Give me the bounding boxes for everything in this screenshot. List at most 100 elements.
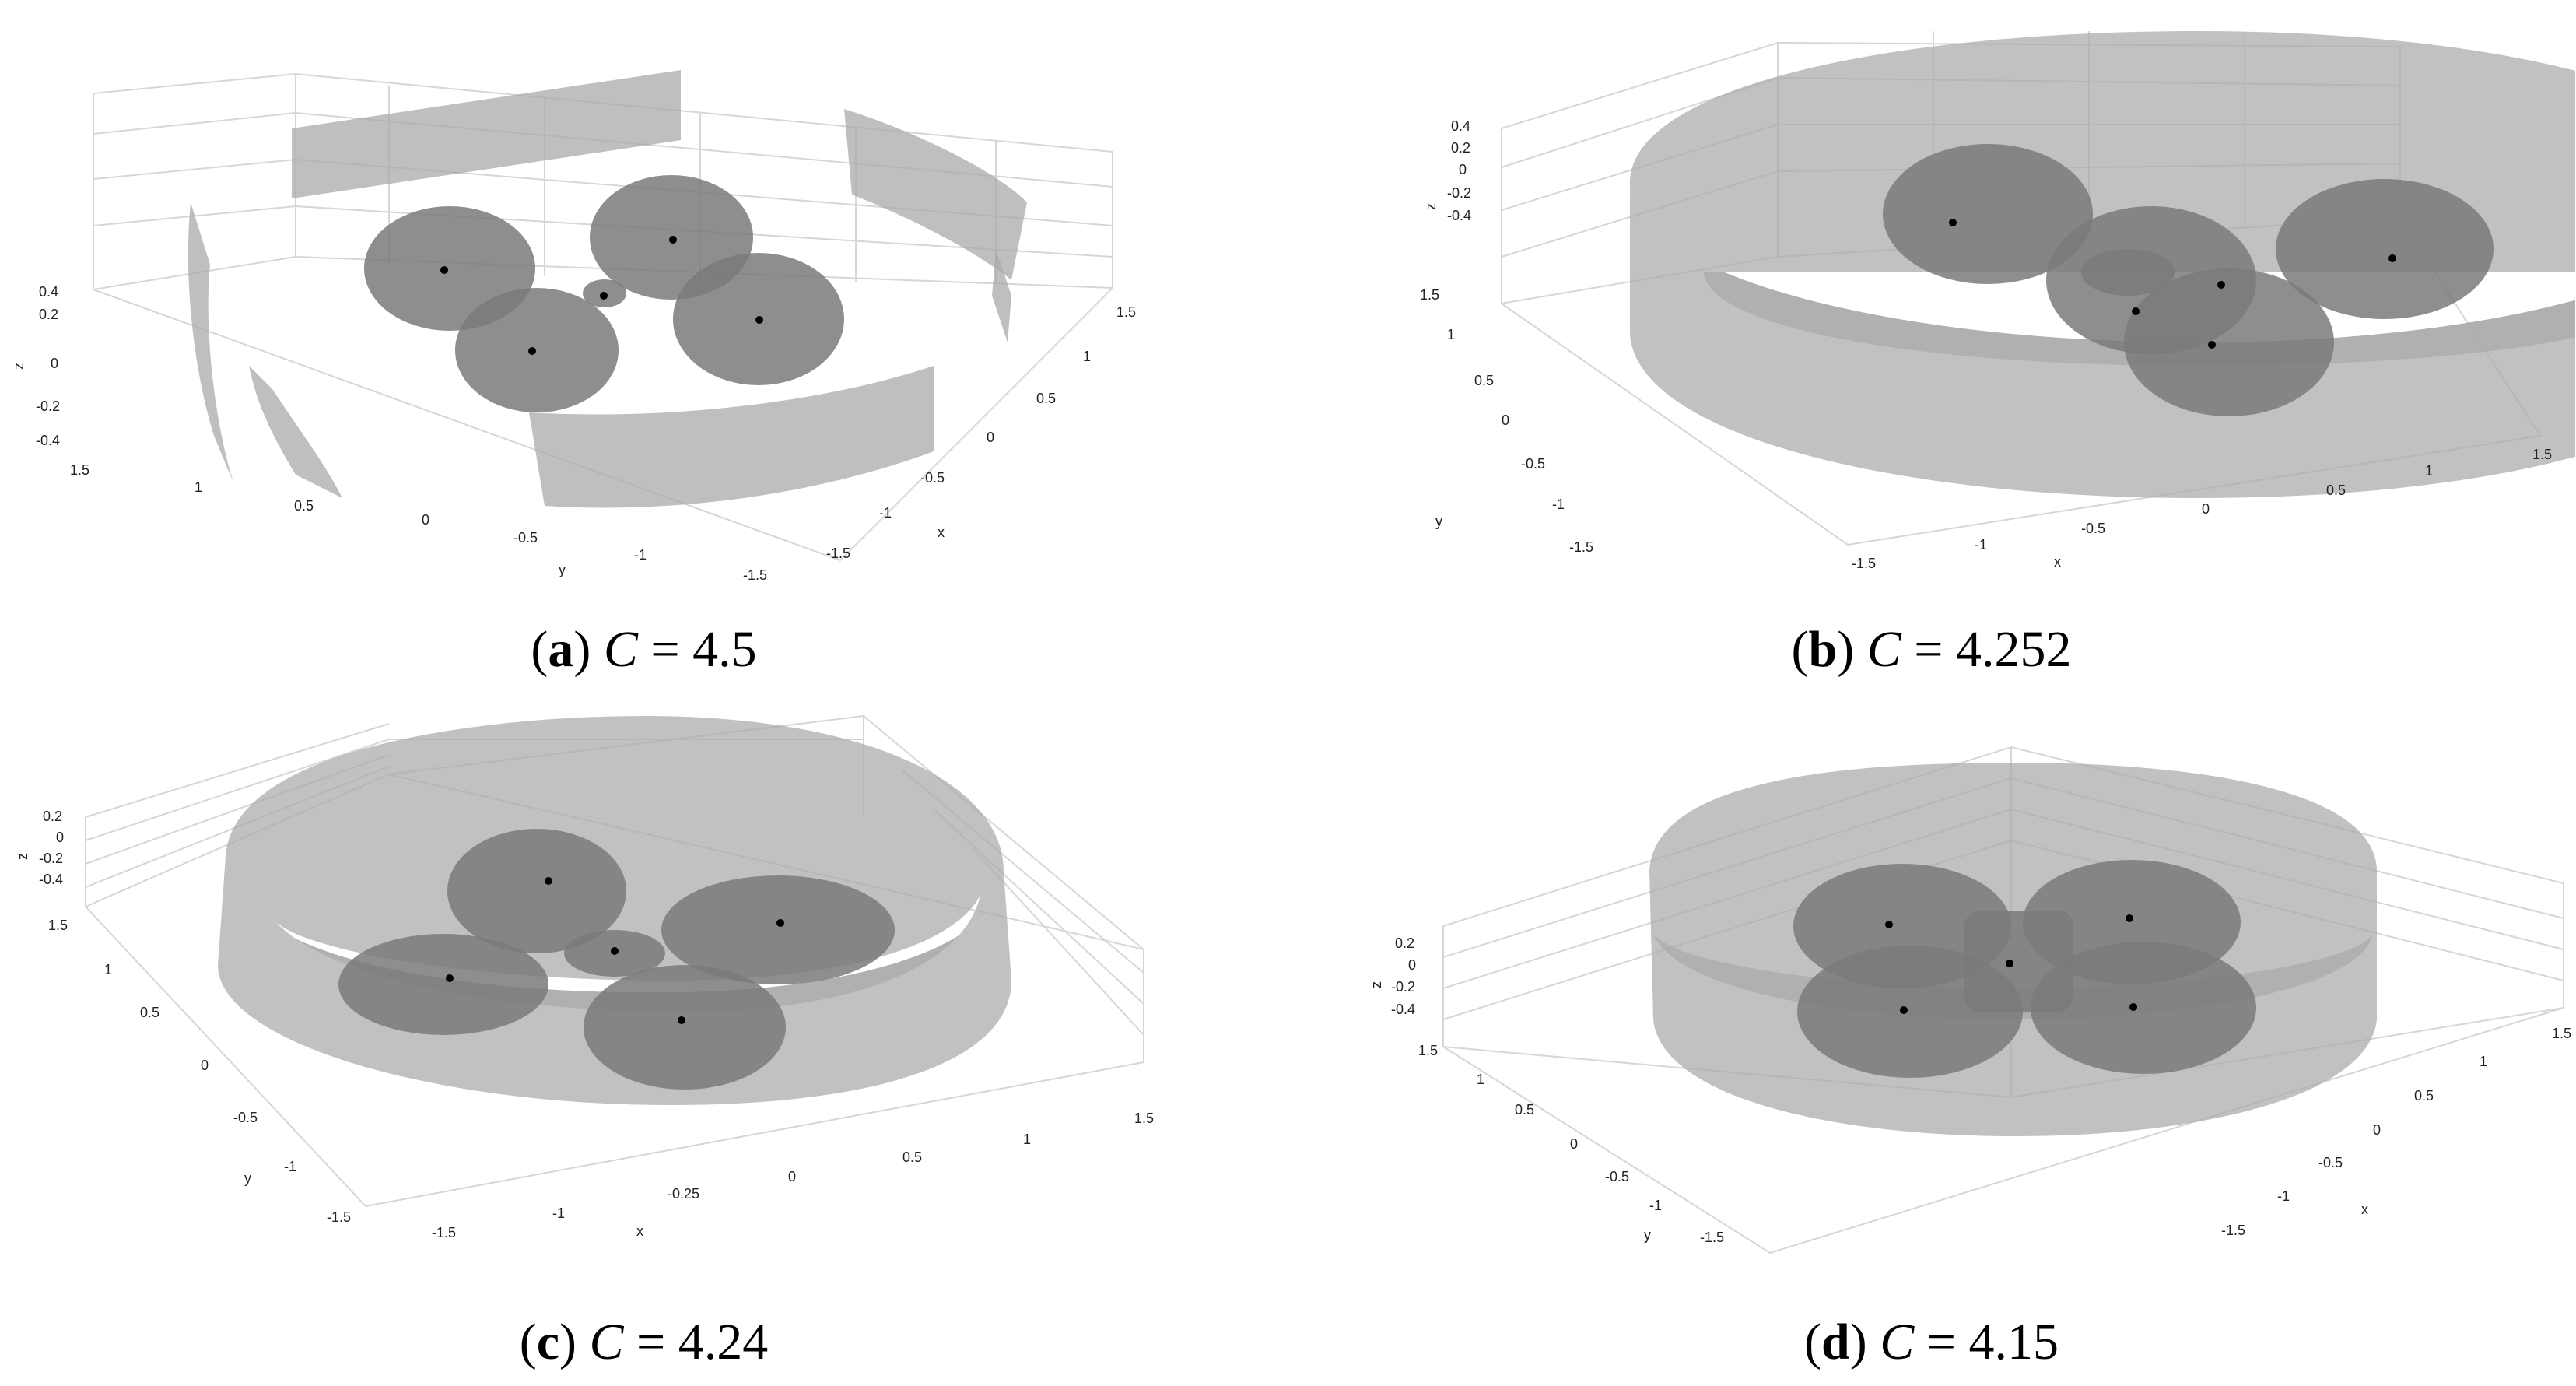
y-axis-d: 1.5 1 0.5 0 -0.5 -1 -1.5 y bbox=[1418, 1043, 1724, 1245]
y-tick: -1 bbox=[284, 1159, 296, 1174]
y-tick: 1.5 bbox=[1420, 287, 1439, 303]
outer-band-a bbox=[188, 70, 1027, 508]
central-point bbox=[2006, 960, 2013, 967]
y-tick: 1.5 bbox=[1418, 1043, 1438, 1058]
x-tick: 0 bbox=[2202, 501, 2210, 517]
z-tick: 0.2 bbox=[1395, 935, 1414, 951]
primaries-a bbox=[440, 236, 763, 355]
primary-point bbox=[1900, 1006, 1908, 1014]
x-tick: -1.5 bbox=[826, 546, 850, 561]
z-tick: -0.2 bbox=[36, 398, 60, 414]
y-tick: 0 bbox=[1570, 1136, 1578, 1152]
y-tick: -1.5 bbox=[1700, 1230, 1724, 1245]
y-tick: 0 bbox=[422, 512, 429, 528]
caption-equals: = bbox=[1901, 621, 1956, 678]
z-tick: 0 bbox=[51, 356, 58, 371]
caption-equals: = bbox=[623, 1314, 678, 1370]
y-tick: 0 bbox=[201, 1058, 209, 1073]
caption-variable: C bbox=[1880, 1314, 1915, 1370]
x-tick: 0 bbox=[2373, 1122, 2381, 1138]
primary-point bbox=[669, 236, 677, 244]
caption-a: (a) C = 4.5 bbox=[531, 621, 757, 678]
z-axis-label: z bbox=[1423, 203, 1439, 210]
y-tick: -0.5 bbox=[513, 530, 538, 546]
forbidden-regions-d bbox=[1793, 860, 2256, 1078]
x-tick: -1 bbox=[552, 1205, 565, 1221]
z-tick: -0.4 bbox=[39, 872, 63, 887]
x-axis-c: -1.5 -1 -0.25 0 0.5 1 1.5 x bbox=[432, 1111, 1154, 1240]
x-tick: 1.5 bbox=[1134, 1111, 1154, 1126]
central-point bbox=[600, 292, 608, 300]
x-tick: -1.5 bbox=[1852, 556, 1876, 571]
primary-point bbox=[2126, 914, 2133, 922]
x-axis-d: 1.5 1 0.5 0 -0.5 -1 -1.5 x bbox=[2221, 1026, 2571, 1238]
x-tick: 0.5 bbox=[1036, 391, 1056, 406]
x-tick: 1.5 bbox=[2532, 447, 2552, 462]
primary-point bbox=[1949, 219, 1957, 226]
x-tick: 0.5 bbox=[2414, 1088, 2434, 1104]
plot-d: 0.2 0 -0.2 -0.4 z 1.5 1 0.5 0 -0.5 -1 -1… bbox=[1369, 746, 2571, 1254]
x-axis-label: x bbox=[2054, 554, 2061, 570]
z-tick: -0.4 bbox=[36, 433, 60, 448]
y-tick: -1 bbox=[1649, 1198, 1662, 1213]
primaries-d bbox=[1885, 914, 2137, 1014]
central-point bbox=[2217, 281, 2225, 289]
z-tick: 0.4 bbox=[1451, 118, 1470, 134]
caption-c: (c) C = 4.24 bbox=[519, 1314, 769, 1370]
y-axis-label: y bbox=[244, 1170, 251, 1186]
x-tick: -0.5 bbox=[2081, 521, 2105, 536]
caption-value: 4.15 bbox=[1968, 1314, 2059, 1370]
y-tick: -1 bbox=[1552, 497, 1565, 512]
z-tick: 0 bbox=[1408, 957, 1416, 973]
x-tick: 1 bbox=[1083, 349, 1091, 364]
z-axis-b: 0.4 0.2 0 -0.2 -0.4 z bbox=[1423, 118, 1471, 223]
panel-a: 0.4 0.2 0 -0.2 -0.4 z 1.5 1 0.5 0 -0.5 -… bbox=[0, 0, 1288, 693]
z-tick: 0.2 bbox=[1451, 140, 1470, 156]
forbidden-regions-b bbox=[1883, 144, 2494, 416]
z-axis-a: 0.4 0.2 0 -0.2 -0.4 z bbox=[11, 284, 60, 448]
y-tick: 0.5 bbox=[1474, 373, 1494, 388]
primary-point bbox=[528, 347, 536, 355]
y-axis-label: y bbox=[1435, 514, 1442, 529]
plot-c: 0.2 0 -0.2 -0.4 z 1.5 1 0.5 0 -0.5 -1 -1… bbox=[15, 714, 1154, 1240]
plot-b: 0.4 0.2 0 -0.2 -0.4 z 1.5 1 0.5 0 -0.5 -… bbox=[1420, 31, 2575, 571]
x-tick: 1.5 bbox=[1116, 304, 1136, 320]
y-tick: -0.5 bbox=[1605, 1169, 1629, 1184]
y-axis-c: 1.5 1 0.5 0 -0.5 -1 -1.5 y bbox=[48, 918, 351, 1225]
caption-d: (d) C = 4.15 bbox=[1804, 1314, 2059, 1370]
z-tick: -0.2 bbox=[1391, 979, 1415, 995]
y-tick: 1.5 bbox=[48, 918, 68, 933]
z-tick: 0.4 bbox=[39, 284, 58, 300]
x-tick: -0.25 bbox=[668, 1186, 699, 1202]
x-tick: -1 bbox=[879, 505, 892, 521]
caption-b: (b) C = 4.252 bbox=[1791, 621, 2072, 678]
primary-point bbox=[2132, 307, 2140, 315]
y-axis-label: y bbox=[559, 562, 566, 577]
y-tick: 0.5 bbox=[1515, 1102, 1534, 1118]
x-axis-label: x bbox=[2361, 1202, 2368, 1217]
x-tick: 0.5 bbox=[2326, 482, 2346, 498]
z-tick: -0.2 bbox=[39, 851, 63, 866]
panel-d: 0.2 0 -0.2 -0.4 z 1.5 1 0.5 0 -0.5 -1 -1… bbox=[1288, 693, 2575, 1385]
central-point bbox=[611, 947, 619, 955]
y-tick: -0.5 bbox=[1521, 456, 1545, 472]
panel-c: 0.2 0 -0.2 -0.4 z 1.5 1 0.5 0 -0.5 -1 -1… bbox=[0, 693, 1288, 1385]
z-tick: -0.2 bbox=[1447, 185, 1471, 201]
forbidden-regions-c bbox=[338, 829, 895, 1090]
forbidden-regions-a bbox=[364, 175, 844, 412]
z-tick: -0.4 bbox=[1447, 208, 1471, 223]
y-tick: -1 bbox=[634, 547, 647, 563]
z-axis-c: 0.2 0 -0.2 -0.4 z bbox=[15, 809, 64, 887]
x-tick: 1 bbox=[2480, 1054, 2487, 1069]
caption-equals: = bbox=[637, 621, 693, 678]
x-tick: 0.5 bbox=[902, 1149, 922, 1165]
y-tick: 0 bbox=[1502, 412, 1509, 428]
caption-variable: C bbox=[603, 621, 638, 678]
y-tick: 1 bbox=[1447, 327, 1455, 342]
y-tick: -1.5 bbox=[327, 1209, 351, 1225]
primary-point bbox=[440, 266, 448, 274]
y-tick: -0.5 bbox=[233, 1110, 258, 1125]
x-tick: -1 bbox=[1975, 537, 1987, 553]
y-tick: -1.5 bbox=[1569, 539, 1593, 555]
z-tick: 0 bbox=[1459, 162, 1467, 177]
